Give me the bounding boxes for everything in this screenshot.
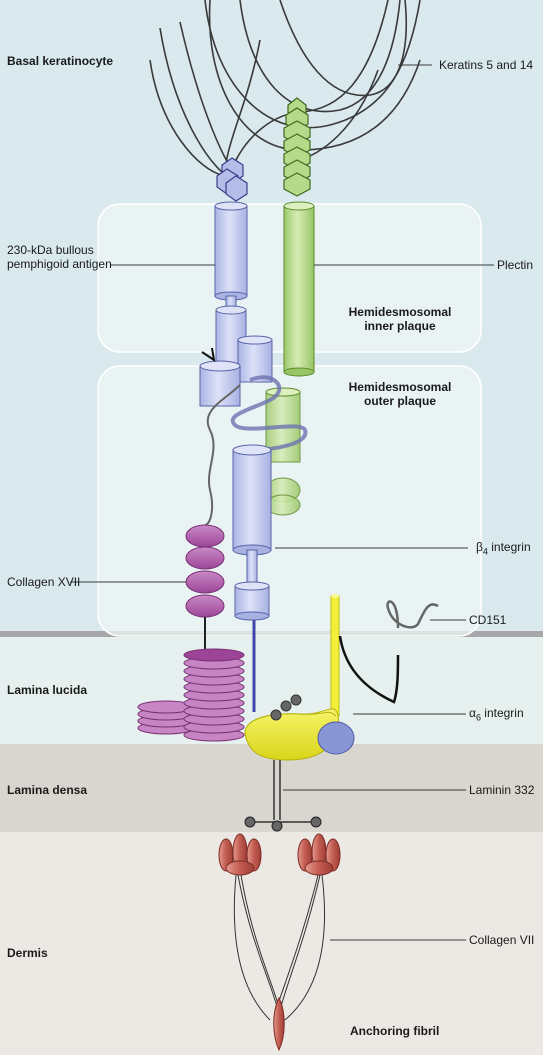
plectin-hexagons [283, 97, 311, 197]
collagen7-globular-left [218, 833, 262, 876]
beta4-integrin [232, 444, 272, 621]
bp230-label-line1: 230-kDa bullous [7, 243, 94, 257]
beta4-coil [230, 375, 308, 452]
collagen17-intracellular-strand [204, 384, 241, 526]
collagen7-globular-right [297, 833, 341, 876]
cd151-intracellular [386, 600, 439, 629]
beta4-subscript: 4 [482, 546, 488, 557]
outer-plaque-label: Hemidesmosomal outer plaque [330, 380, 470, 408]
alpha6-subscript: 6 [475, 712, 481, 723]
inner-plaque-line1: Hemidesmosomal [348, 305, 452, 319]
laminin-label: Laminin 332 [469, 783, 535, 797]
outer-plaque-line1: Hemidesmosomal [348, 380, 452, 394]
dermis-label: Dermis [7, 946, 48, 960]
bp230-label-line2: pemphigoid antigen [7, 257, 112, 271]
dermis-region [0, 832, 543, 1055]
alpha6-suffix: integrin [480, 706, 524, 720]
bp230-hexagons [216, 157, 248, 202]
basal-keratinocyte-label: Basal keratinocyte [7, 54, 114, 68]
beta4-ligand-dots [270, 694, 302, 721]
laminin-332 [254, 760, 314, 826]
alpha6-integrin [244, 594, 355, 761]
bp230-hook [201, 347, 216, 363]
inner-plaque-label: Hemidesmosomal inner plaque [330, 305, 470, 333]
lamina-densa-label: Lamina densa [7, 783, 88, 797]
beta4-suffix: integrin [487, 540, 531, 554]
beta4-symbol: β [476, 540, 483, 554]
cd151-label: CD151 [469, 613, 507, 627]
bp230-label: 230-kDa bullous pemphigoid antigen [7, 243, 112, 271]
alpha6-integrin-label: α6 integrin [469, 706, 524, 724]
laminin-globules [244, 816, 322, 832]
anchoring-fibril-tip [273, 996, 285, 1052]
collagen7-label: Collagen VII [469, 933, 535, 947]
plectin-label: Plectin [497, 258, 534, 272]
outer-plaque-line2: outer plaque [363, 394, 436, 408]
lamina-lucida-label: Lamina lucida [7, 683, 88, 697]
collagen17-discs [185, 524, 225, 618]
inner-plaque-line2: inner plaque [364, 319, 436, 333]
cd151-extracellular [338, 635, 400, 704]
bp230-protein [199, 201, 273, 407]
keratins-label: Keratins 5 and 14 [439, 58, 534, 72]
alpha6-symbol: α [469, 706, 476, 720]
collagen17-label: Collagen XVII [7, 575, 81, 589]
collagen17-ectodomain [137, 648, 245, 742]
anchoring-fibril-label: Anchoring fibril [350, 1024, 440, 1038]
beta4-integrin-label: β4 integrin [476, 540, 531, 558]
